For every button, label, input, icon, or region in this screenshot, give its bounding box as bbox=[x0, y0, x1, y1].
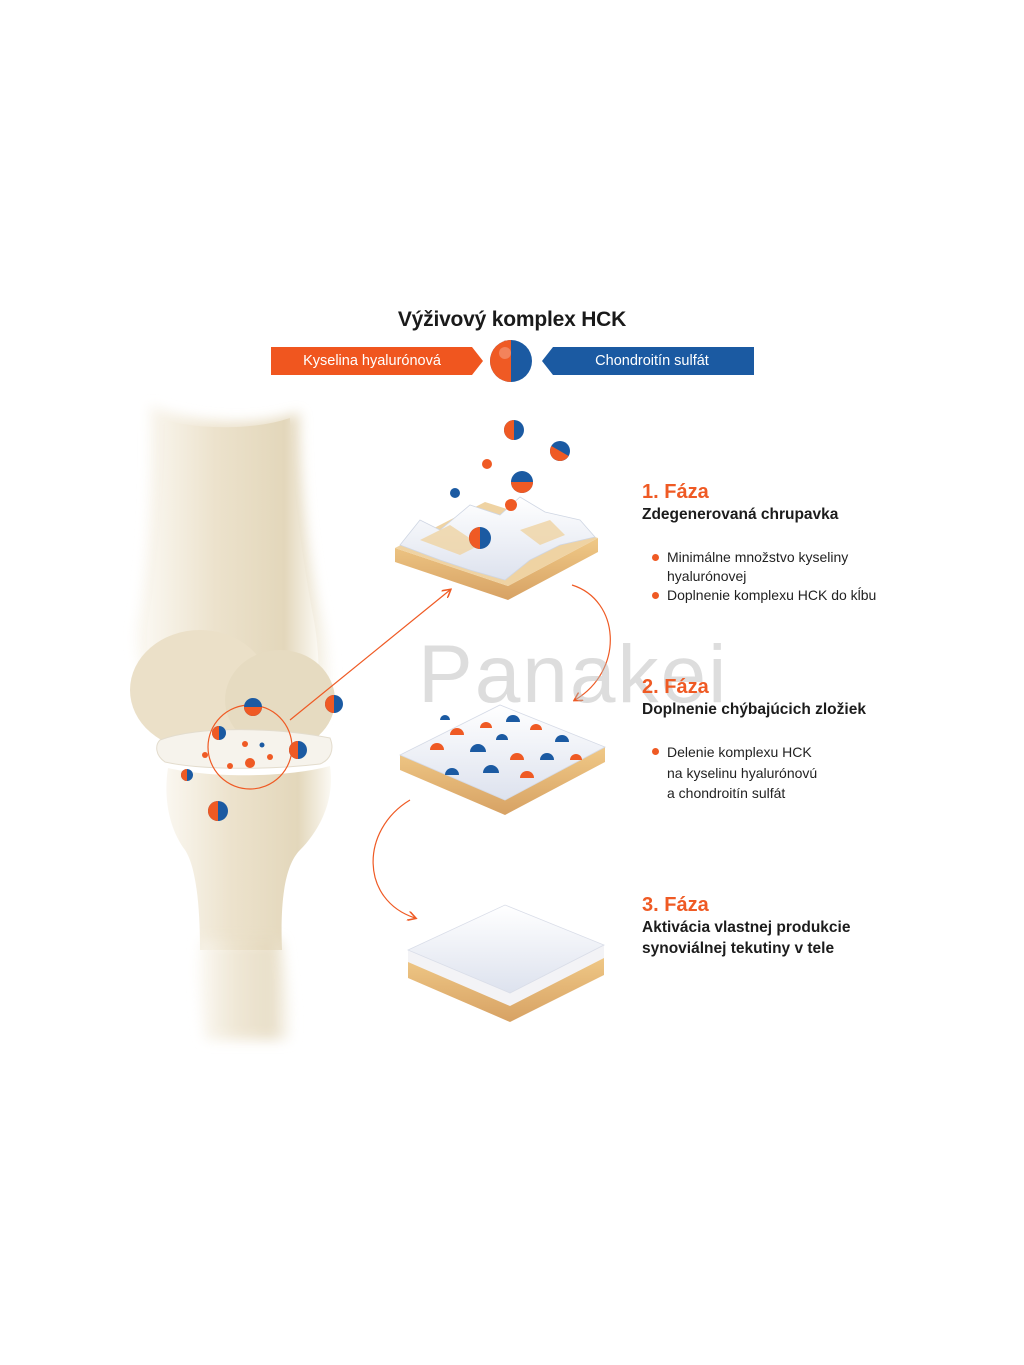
cartilage-block-icon bbox=[407, 904, 605, 1022]
chondroitin-sulfate-banner: Chondroitín sulfát bbox=[542, 347, 754, 375]
hck-molecule-icon bbox=[208, 801, 228, 821]
curved-arrow-icon bbox=[372, 799, 415, 918]
list-item: Doplnenie komplexu HCK do kĺbu bbox=[652, 586, 876, 605]
phase-3-subtitle-line-1: Aktivácia vlastnej produkcie bbox=[642, 919, 851, 936]
phase-3-subtitle-line-2: synoviálnej tekutiny v tele bbox=[642, 940, 835, 957]
phase-2-title: 2. Fáza bbox=[642, 676, 709, 698]
hck-molecule-icon bbox=[212, 726, 226, 740]
list-item: Minimálne množstvo kyseliny hyalurónovej bbox=[652, 548, 876, 586]
hck-molecule-icon bbox=[511, 471, 533, 493]
hck-molecule-icon bbox=[549, 441, 570, 461]
hck-molecule-icon bbox=[244, 698, 262, 716]
hck-molecule-icon bbox=[469, 527, 491, 549]
phase-3: 3. Fáza Aktivácia vlastnej produkcie syn… bbox=[642, 893, 850, 959]
hck-molecule-icon bbox=[325, 695, 343, 713]
bullet-dot-icon bbox=[652, 592, 659, 599]
hck-molecule-icon bbox=[504, 420, 524, 440]
bullet-dot-icon bbox=[652, 748, 659, 755]
watermark-logo: Panakei bbox=[418, 629, 729, 720]
phase-2-bullets: Delenie komplexu HCK na kyselinu hyaluró… bbox=[652, 742, 817, 804]
hck-molecule-icon bbox=[181, 769, 193, 781]
hck-molecule-icon bbox=[490, 340, 532, 382]
phase-3-title: 3. Fáza bbox=[642, 894, 709, 916]
phase-1: 1. Fáza Zdegenerovaná chrupavka bbox=[642, 480, 838, 525]
knee-joint-illustration bbox=[130, 405, 450, 1040]
phase-1-title: 1. Fáza bbox=[642, 481, 709, 503]
cartilage-block-icon bbox=[395, 496, 598, 600]
hck-molecule-icon bbox=[289, 741, 307, 759]
phase-1-bullets: Minimálne množstvo kyseliny hyalurónovej… bbox=[652, 548, 876, 605]
cartilage-block-icon bbox=[399, 704, 606, 815]
bullet-dot-icon bbox=[652, 554, 659, 561]
hyaluronic-acid-banner: Kyselina hyalurónová bbox=[271, 347, 483, 375]
curved-arrow-icon bbox=[571, 584, 611, 700]
phase-1-subtitle: Zdegenerovaná chrupavka bbox=[642, 506, 839, 523]
list-item: Delenie komplexu HCK na kyselinu hyaluró… bbox=[652, 742, 817, 804]
phase-2: 2. Fáza Doplnenie chýbajúcich zložiek bbox=[642, 675, 866, 720]
molecule-halves bbox=[430, 715, 582, 778]
page-title: Výživový komplex HCK bbox=[397, 308, 627, 331]
phase-2-subtitle: Doplnenie chýbajúcich zložiek bbox=[642, 701, 866, 718]
